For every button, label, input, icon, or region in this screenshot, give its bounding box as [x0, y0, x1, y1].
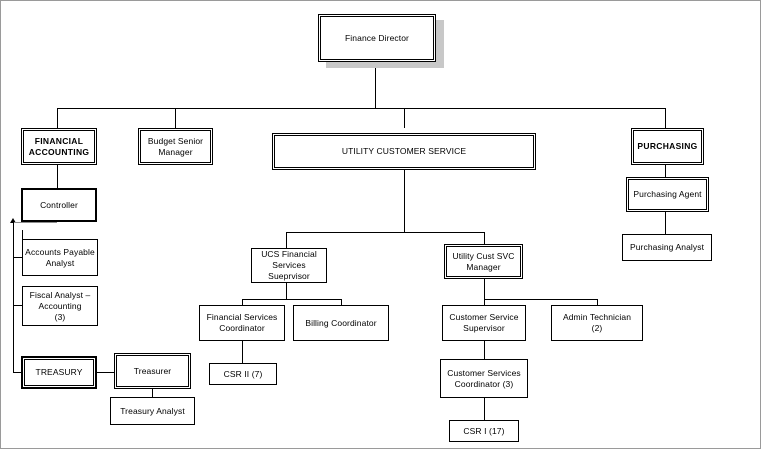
connector-fsc-to-csr-ii: [242, 341, 243, 363]
node-treasury[interactable]: TREASURY: [21, 356, 97, 389]
node-finance-director[interactable]: Finance Director: [318, 14, 436, 62]
connector-top-bus: [57, 108, 666, 109]
connector-ucs-bus-to-cust-svc-manager: [484, 232, 485, 244]
node-purchasing-agent[interactable]: Purchasing Agent: [626, 177, 709, 212]
node-treasury-analyst[interactable]: Treasury Analyst: [110, 397, 195, 425]
connector-fin-supervisor-down: [286, 283, 287, 299]
connector-bus-to-customer-service-supervisor: [484, 299, 485, 305]
node-purchasing-agent-label: Purchasing Agent: [633, 189, 702, 199]
node-ucs-financial-services-supervisor-label: UCS Financial Services Sueprvisor: [261, 249, 317, 281]
connector-controller-arrowhead-icon: [10, 218, 16, 223]
node-accounts-payable-analyst[interactable]: Accounts Payable Analyst: [22, 239, 98, 276]
connector-bus-to-financial-accounting: [57, 108, 58, 128]
node-treasury-analyst-label: Treasury Analyst: [120, 405, 185, 416]
node-financial-accounting[interactable]: FINANCIAL ACCOUNTING: [21, 128, 97, 165]
node-utility-cust-svc-manager-label: Utility Cust SVC Manager: [452, 250, 515, 272]
node-accounts-payable-analyst-label: Accounts Payable Analyst: [25, 246, 95, 268]
connector-fin-supervisor-bus: [242, 299, 341, 300]
node-controller[interactable]: Controller: [21, 188, 97, 222]
node-finance-director-label: Finance Director: [345, 32, 409, 43]
node-utility-customer-service[interactable]: UTILITY CUSTOMER SERVICE: [272, 133, 536, 170]
node-controller-label: Controller: [40, 199, 78, 210]
connector-controller-elbow: [13, 222, 57, 223]
node-billing-coordinator[interactable]: Billing Coordinator: [293, 305, 389, 341]
connector-controller-spine: [13, 222, 14, 372]
node-budget-senior-manager[interactable]: Budget Senior Manager: [138, 128, 213, 165]
connector-ucs-down: [404, 170, 405, 232]
node-treasurer[interactable]: Treasurer: [114, 353, 191, 389]
node-fiscal-analyst-accounting[interactable]: Fiscal Analyst – Accounting (3): [22, 286, 98, 326]
node-customer-services-coordinator-label: Customer Services Coordinator (3): [447, 367, 521, 389]
node-admin-technician[interactable]: Admin Technician (2): [551, 305, 643, 341]
connector-bus-to-purchasing: [665, 108, 666, 128]
node-customer-service-supervisor[interactable]: Customer Service Supervisor: [442, 305, 526, 341]
connector-spine-to-fiscal-analyst: [13, 305, 22, 306]
connector-bus-to-budget-senior-manager: [175, 108, 176, 128]
node-utility-cust-svc-manager[interactable]: Utility Cust SVC Manager: [444, 244, 523, 279]
connector-financial-accounting-to-controller: [57, 165, 58, 188]
connector-ucs-bus-to-fin-supervisor: [286, 232, 287, 248]
connector-csc-to-csr-i: [484, 398, 485, 420]
connector-purchasing-to-agent: [665, 165, 666, 177]
node-csr-i-label: CSR I (17): [463, 425, 505, 436]
node-financial-services-coordinator-label: Financial Services Coordinator: [206, 312, 278, 333]
node-csr-ii-label: CSR II (7): [223, 368, 263, 379]
node-ucs-financial-services-supervisor[interactable]: UCS Financial Services Sueprvisor: [251, 248, 327, 283]
connector-root-down: [375, 62, 376, 108]
node-admin-technician-label: Admin Technician (2): [562, 312, 632, 333]
node-fiscal-analyst-accounting-label: Fiscal Analyst – Accounting (3): [29, 289, 91, 322]
connector-bus-to-admin-technician: [597, 299, 598, 305]
node-treasury-label: TREASURY: [35, 367, 83, 377]
connector-spine-to-treasury: [13, 372, 22, 373]
node-budget-senior-manager-label: Budget Senior Manager: [147, 135, 204, 157]
connector-spine-to-accounts-payable: [13, 257, 22, 258]
node-financial-services-coordinator[interactable]: Financial Services Coordinator: [199, 305, 285, 341]
connector-cust-svc-manager-down: [484, 279, 485, 299]
node-billing-coordinator-label: Billing Coordinator: [305, 317, 377, 328]
connector-ucs-bus: [286, 232, 484, 233]
node-financial-accounting-label: FINANCIAL ACCOUNTING: [28, 135, 90, 157]
connector-bus-to-financial-services-coordinator: [242, 299, 243, 305]
connector-bus-to-billing-coordinator: [341, 299, 342, 305]
node-treasurer-label: Treasurer: [133, 365, 172, 376]
node-customer-services-coordinator[interactable]: Customer Services Coordinator (3): [440, 359, 528, 398]
connector-agent-to-analyst: [665, 212, 666, 234]
node-csr-i[interactable]: CSR I (17): [449, 420, 519, 442]
node-purchasing-label: PURCHASING: [637, 141, 698, 151]
node-purchasing-analyst-label: Purchasing Analyst: [629, 242, 705, 252]
node-customer-service-supervisor-label: Customer Service Supervisor: [449, 312, 519, 333]
connector-cust-svc-manager-bus: [484, 299, 597, 300]
node-utility-customer-service-label: UTILITY CUSTOMER SERVICE: [341, 146, 467, 156]
node-purchasing[interactable]: PURCHASING: [631, 128, 704, 165]
connector-treasury-to-treasurer: [97, 372, 114, 373]
node-purchasing-analyst[interactable]: Purchasing Analyst: [622, 234, 712, 261]
connector-treasurer-to-treasury-analyst: [152, 389, 153, 397]
node-csr-ii[interactable]: CSR II (7): [209, 363, 277, 385]
connector-css-to-csc: [484, 341, 485, 359]
connector-bus-to-utility-customer-service: [404, 108, 405, 128]
